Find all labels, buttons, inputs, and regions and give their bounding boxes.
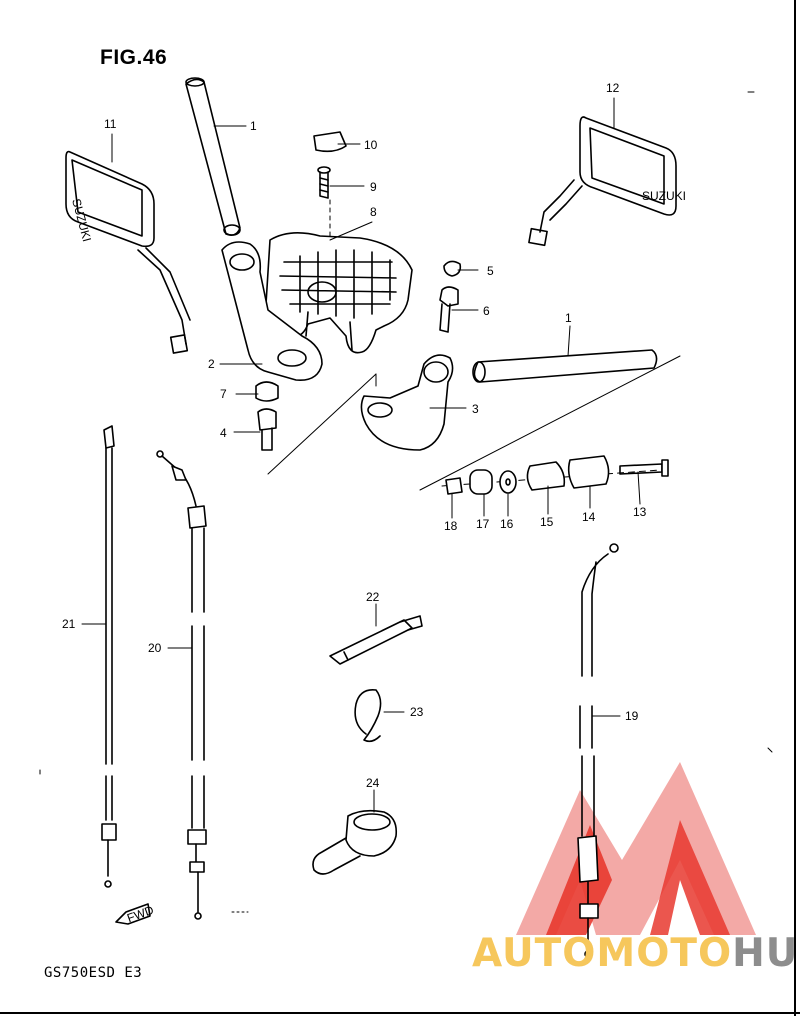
figure-title: FIG.46 — [100, 46, 168, 69]
callout-23: 23 — [410, 705, 424, 719]
callout-17: 17 — [476, 517, 490, 531]
callout-18: 18 — [444, 519, 458, 533]
part-18-nut — [445, 477, 463, 495]
frame-right-edge — [794, 0, 796, 1016]
part-19-cable — [577, 543, 619, 958]
callout-21: 21 — [62, 617, 76, 631]
callout-numbers: 1 1 2 3 4 5 6 7 8 9 10 11 12 13 14 15 16… — [62, 81, 647, 790]
callout-2: 2 — [208, 357, 215, 371]
callout-13: 13 — [633, 505, 647, 519]
part-5-cap — [443, 260, 462, 277]
frame-bottom-edge — [0, 1012, 800, 1014]
callout-5: 5 — [487, 264, 494, 278]
part-1-handlebar-right — [472, 349, 658, 383]
callout-15: 15 — [540, 515, 554, 529]
callout-7: 7 — [220, 387, 227, 401]
part-6-bolt — [439, 286, 459, 333]
part-4-bolt — [257, 408, 277, 451]
part-21-cable — [101, 425, 117, 888]
part-22-strap — [329, 615, 423, 665]
watermark-hub: HUB — [732, 931, 800, 976]
callout-10: 10 — [364, 138, 378, 152]
part-14-weight — [567, 455, 610, 489]
part-12-mirror-right: SUZUKI — [528, 116, 686, 247]
part-3-clamp-right — [360, 354, 454, 451]
callout-1-right: 1 — [565, 311, 572, 325]
watermark-logo — [516, 762, 756, 935]
callout-22: 22 — [366, 590, 380, 604]
forward-label: FWD — [125, 903, 156, 926]
watermark-auto: AUTO — [472, 931, 597, 976]
model-code: GS750ESD E3 — [44, 965, 143, 981]
callout-24: 24 — [366, 776, 380, 790]
forward-arrow: FWD — [115, 903, 156, 926]
watermark-moto: MOTO — [596, 931, 733, 976]
scan-marks — [39, 91, 773, 913]
part-17-spacer — [469, 469, 493, 495]
callout-8: 8 — [370, 205, 377, 219]
part-16-washer — [499, 470, 517, 494]
callout-1-left: 1 — [250, 119, 257, 133]
callout-9: 9 — [370, 180, 377, 194]
callout-20: 20 — [148, 641, 162, 655]
part-24-adjuster — [312, 809, 398, 875]
part-7-cap — [255, 381, 279, 402]
callout-leaders — [81, 97, 641, 813]
callout-4: 4 — [220, 426, 227, 440]
callout-6: 6 — [483, 304, 490, 318]
callout-19: 19 — [625, 709, 639, 723]
mirror-right-brand: SUZUKI — [642, 189, 686, 203]
callout-12: 12 — [606, 81, 620, 95]
callout-14: 14 — [582, 510, 596, 524]
part-23-clip — [354, 688, 382, 743]
part-20-cable — [156, 450, 207, 920]
callout-16: 16 — [500, 517, 514, 531]
watermark-text: AUTOMOTOHUB — [472, 931, 800, 976]
part-10-cap — [313, 131, 347, 153]
part-1-handlebar-left — [185, 77, 241, 236]
part-2-clamp-left — [221, 241, 323, 381]
part-15-weight — [526, 461, 566, 491]
part-8-holder-plate — [265, 232, 413, 354]
part-9-screw — [317, 166, 331, 199]
callout-3: 3 — [472, 402, 479, 416]
bar-end-assembly — [445, 455, 669, 495]
part-11-mirror-left: SUZUKI — [65, 150, 191, 354]
callout-11: 11 — [104, 117, 117, 131]
part-13-bolt — [619, 463, 663, 475]
